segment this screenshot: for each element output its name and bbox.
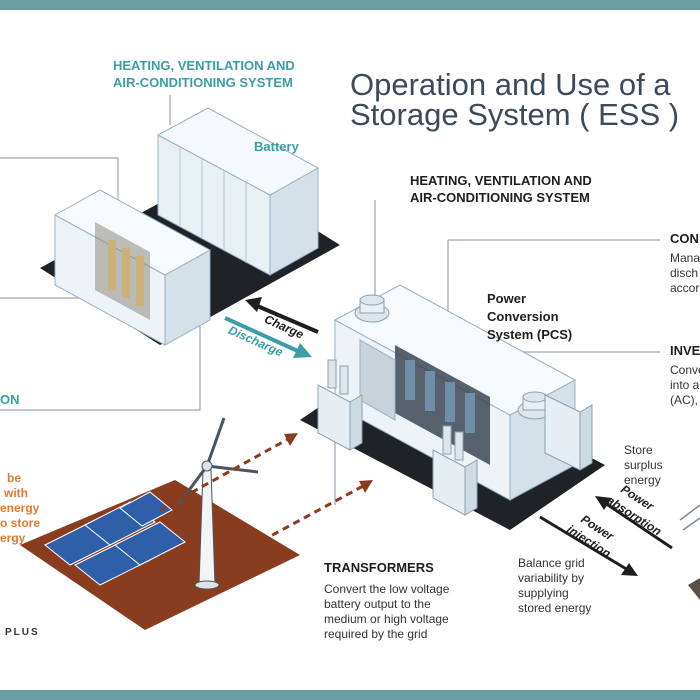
transformers-title: TRANSFORMERS: [324, 560, 434, 575]
hvac-top-label-line1: HEATING, VENTILATION AND: [113, 58, 295, 73]
inverter-desc-line2: into a: [670, 378, 700, 392]
top-frame-bar: [0, 0, 700, 10]
transformer-right: [432, 425, 478, 516]
balance-grid-line3: supplying: [518, 586, 569, 600]
inverter-title: INVE: [670, 343, 700, 358]
controller-desc-line2: disch: [670, 266, 699, 280]
renewable-arrow-upper: [159, 436, 291, 512]
balance-grid-line4: stored energy: [518, 601, 592, 615]
renewable-text-line3: energy: [0, 501, 40, 515]
controller-desc-line1: Mana: [670, 251, 700, 265]
bottom-frame-bar: [0, 690, 700, 700]
grid-tower-fragment: [688, 578, 700, 600]
power-absorption-arrow: [595, 496, 673, 550]
page-title-line2: Storage System ( ESS ): [350, 97, 680, 132]
balance-grid-line1: Balance grid: [518, 556, 585, 570]
hvac-domes: [354, 294, 553, 420]
store-surplus-line3: energy: [624, 473, 661, 487]
grid-equipment: [544, 394, 593, 471]
store-surplus-line2: surplus: [624, 458, 663, 472]
store-surplus-line1: Store: [624, 443, 653, 457]
battery-container-front: [53, 189, 212, 346]
pcs-label-line1: Power: [487, 291, 527, 306]
charge-arrow: [245, 297, 319, 334]
solar-panels: [44, 491, 186, 586]
renewable-text-line5: ergy: [0, 531, 26, 545]
transformers-desc-line4: required by the grid: [324, 627, 428, 641]
renewable-arrow-lower: [229, 483, 366, 560]
wind-turbine: [176, 417, 259, 590]
balance-grid-line2: variability by: [518, 571, 585, 585]
brand-partial: PLUS: [5, 627, 40, 638]
hvac-main-label-line1: HEATING, VENTILATION AND: [410, 173, 592, 188]
renewable-text-line1: be: [7, 471, 22, 485]
battery-container-rear: [156, 107, 320, 276]
renewable-text-line4: o store: [0, 516, 41, 530]
power-injection-arrow: [539, 515, 638, 576]
page-title-line1: Operation and Use of a: [350, 67, 671, 102]
hvac-top-label-line2: AIR-CONDITIONING SYSTEM: [113, 75, 293, 90]
transformers-desc-line1: Convert the low voltage: [324, 582, 450, 596]
inverter-desc-line3: (AC),: [670, 393, 698, 407]
renewable-text-line2: with: [4, 486, 28, 500]
leader-left-bottom: [0, 305, 201, 411]
inverter-desc-line1: Conve: [670, 363, 700, 377]
controller-title: CON: [670, 231, 699, 246]
transformer-left: [317, 359, 363, 451]
pcs-label-line2: Conversion: [487, 309, 559, 324]
leader-lines: [0, 95, 660, 505]
left-partial-label: ON: [0, 392, 20, 407]
hvac-main-label-line2: AIR-CONDITIONING SYSTEM: [410, 190, 590, 205]
transformers-desc-line3: medium or high voltage: [324, 612, 449, 626]
discharge-arrow: [224, 316, 312, 358]
grid-line-fragment: [679, 504, 700, 531]
transformers-desc-line2: battery output to the: [324, 597, 431, 611]
battery-label: Battery: [254, 139, 299, 154]
controller-desc-line3: accor: [670, 281, 700, 295]
pcs-label-line3: System (PCS): [487, 327, 573, 342]
